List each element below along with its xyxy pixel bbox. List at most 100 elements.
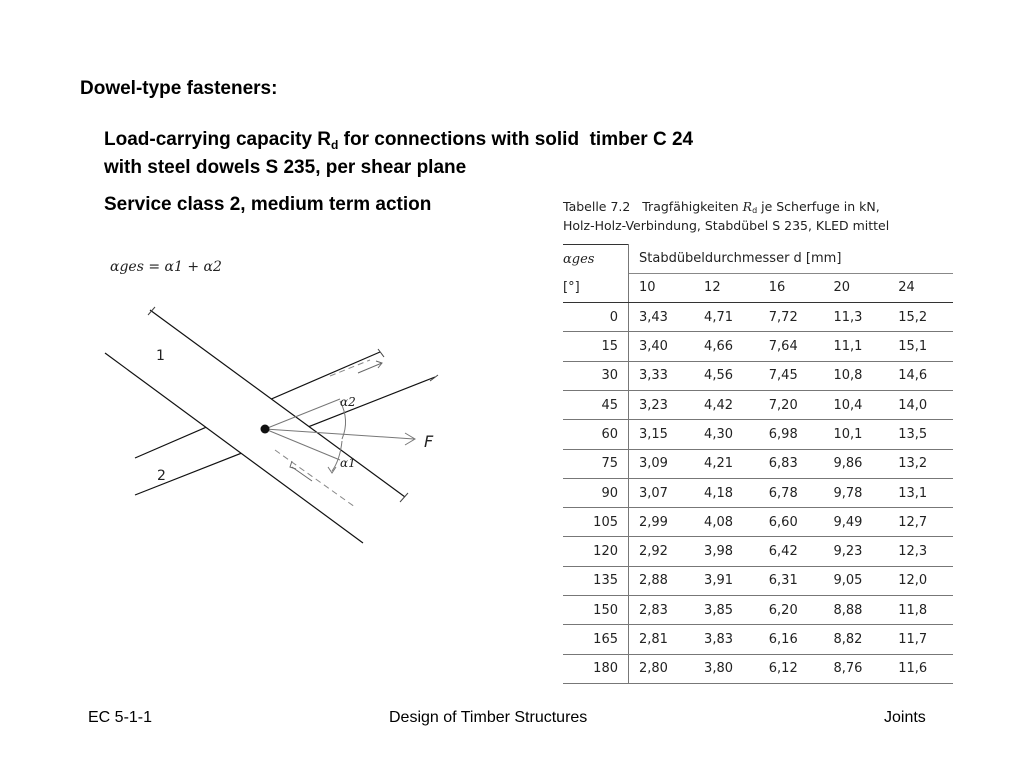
capacity-cell: 6,20	[758, 595, 824, 625]
subtitle-line-1-end: for connections with solid timber C 24	[338, 129, 694, 150]
capacity-cell: 3,98	[694, 536, 759, 567]
angle-cell: 0	[563, 302, 629, 332]
capacity-cell: 15,1	[888, 331, 953, 362]
capacity-cell: 4,56	[694, 360, 759, 391]
diameter-header: 10	[628, 273, 695, 304]
angle-cell: 90	[563, 477, 629, 508]
angle-column-header: αges	[563, 244, 629, 274]
capacity-cell: 9,49	[823, 507, 889, 537]
capacity-cell: 14,6	[888, 360, 953, 391]
caption-prefix: Tabelle 7.2 Tragfähigkeiten	[563, 199, 743, 214]
angle-cell: 60	[563, 419, 629, 450]
capacity-cell: 12,0	[888, 565, 953, 596]
capacity-cell: 4,21	[694, 448, 759, 479]
angle-cell: 180	[563, 653, 629, 684]
table-caption: Tabelle 7.2 Tragfähigkeiten Rd je Scherf…	[563, 197, 963, 235]
caption-rd: R	[742, 199, 753, 214]
capacity-cell: 3,15	[628, 419, 695, 450]
capacity-cell: 9,86	[823, 448, 889, 479]
capacity-cell: 3,40	[628, 331, 695, 362]
capacity-cell: 2,92	[628, 536, 695, 567]
capacity-cell: 6,83	[758, 448, 824, 479]
capacity-cell: 7,64	[758, 331, 824, 362]
capacity-cell: 7,20	[758, 389, 824, 420]
subtitle-line-2: with steel dowels S 235, per shear plane	[104, 157, 467, 178]
capacity-cell: 13,1	[888, 477, 953, 508]
force-label: F	[424, 432, 434, 451]
capacity-cell: 11,7	[888, 624, 953, 655]
capacity-cell: 3,83	[694, 624, 759, 655]
diameter-span-header: Stabdübeldurchmesser d [mm]	[628, 244, 953, 274]
angle-2-label: α2	[340, 395, 356, 409]
capacity-cell: 3,80	[694, 653, 759, 684]
angle-cell: 15	[563, 331, 629, 362]
capacity-cell: 10,8	[823, 360, 889, 391]
subtitle-line-1: Load-carrying capacity Rd for connection…	[104, 126, 693, 154]
capacity-cell: 4,30	[694, 419, 759, 450]
capacity-cell: 3,09	[628, 448, 695, 479]
slide-subtitle: Load-carrying capacity Rd for connection…	[104, 126, 693, 182]
capacity-cell: 2,81	[628, 624, 695, 655]
grain-arrow-icon	[289, 360, 383, 482]
capacity-cell: 2,80	[628, 653, 695, 684]
capacity-cell: 4,42	[694, 389, 759, 420]
capacity-cell: 4,71	[694, 302, 759, 332]
capacity-cell: 4,18	[694, 477, 759, 508]
angle-formula: αges = α1 + α2	[110, 259, 222, 275]
capacity-cell: 6,12	[758, 653, 824, 684]
capacity-cell: 14,0	[888, 389, 953, 420]
angle-cell: 120	[563, 536, 629, 567]
caption-suffix: je Scherfuge in kN,	[757, 199, 880, 214]
footer-title: Design of Timber Structures	[389, 709, 588, 726]
capacity-cell: 15,2	[888, 302, 953, 332]
diameter-header: 24	[888, 273, 953, 304]
footer-section: Joints	[884, 709, 926, 726]
angle-cell: 135	[563, 565, 629, 596]
capacity-cell: 8,76	[823, 653, 889, 684]
table-header-row: αges Stabdübeldurchmesser d [mm]	[563, 244, 953, 274]
capacity-cell: 2,88	[628, 565, 695, 596]
member-2-label: 2	[157, 468, 166, 484]
member-2-end-tick	[429, 374, 439, 382]
capacity-cell: 6,98	[758, 419, 824, 450]
diameter-header: 12	[694, 273, 759, 304]
diameter-header: 20	[823, 273, 889, 304]
capacity-cell: 4,08	[694, 507, 759, 537]
capacity-cell: 12,3	[888, 536, 953, 567]
capacity-cell: 11,3	[823, 302, 889, 332]
dowel-point-icon	[260, 424, 270, 434]
footer-code: EC 5-1-1	[88, 709, 153, 726]
capacity-cell: 11,8	[888, 595, 953, 625]
capacity-table: αges Stabdübeldurchmesser d [mm] [°] 10 …	[563, 244, 953, 684]
angle-1-label: α1	[340, 456, 356, 470]
angle-cell: 165	[563, 624, 629, 655]
angle-unit-header: [°]	[563, 273, 629, 304]
capacity-cell: 9,05	[823, 565, 889, 596]
angle-cell: 45	[563, 389, 629, 420]
capacity-cell: 10,1	[823, 419, 889, 450]
capacity-cell: 2,83	[628, 595, 695, 625]
capacity-cell: 3,85	[694, 595, 759, 625]
table-caption-line-2: Holz-Holz-Verbindung, Stabdübel S 235, K…	[563, 218, 890, 233]
capacity-cell: 6,78	[758, 477, 824, 508]
member-2-top-tick	[377, 348, 385, 358]
table-caption-line-1: Tabelle 7.2 Tragfähigkeiten Rd je Scherf…	[563, 197, 963, 216]
subtitle-line-1-start: Load-carrying capacity R	[104, 129, 332, 150]
connection-diagram: 1 2 F α2 α1 αges = α1 + α2	[100, 245, 460, 550]
capacity-cell: 13,2	[888, 448, 953, 479]
capacity-cell: 6,16	[758, 624, 824, 655]
capacity-cell: 3,07	[628, 477, 695, 508]
capacity-cell: 8,88	[823, 595, 889, 625]
capacity-cell: 6,60	[758, 507, 824, 537]
capacity-cell: 7,45	[758, 360, 824, 391]
